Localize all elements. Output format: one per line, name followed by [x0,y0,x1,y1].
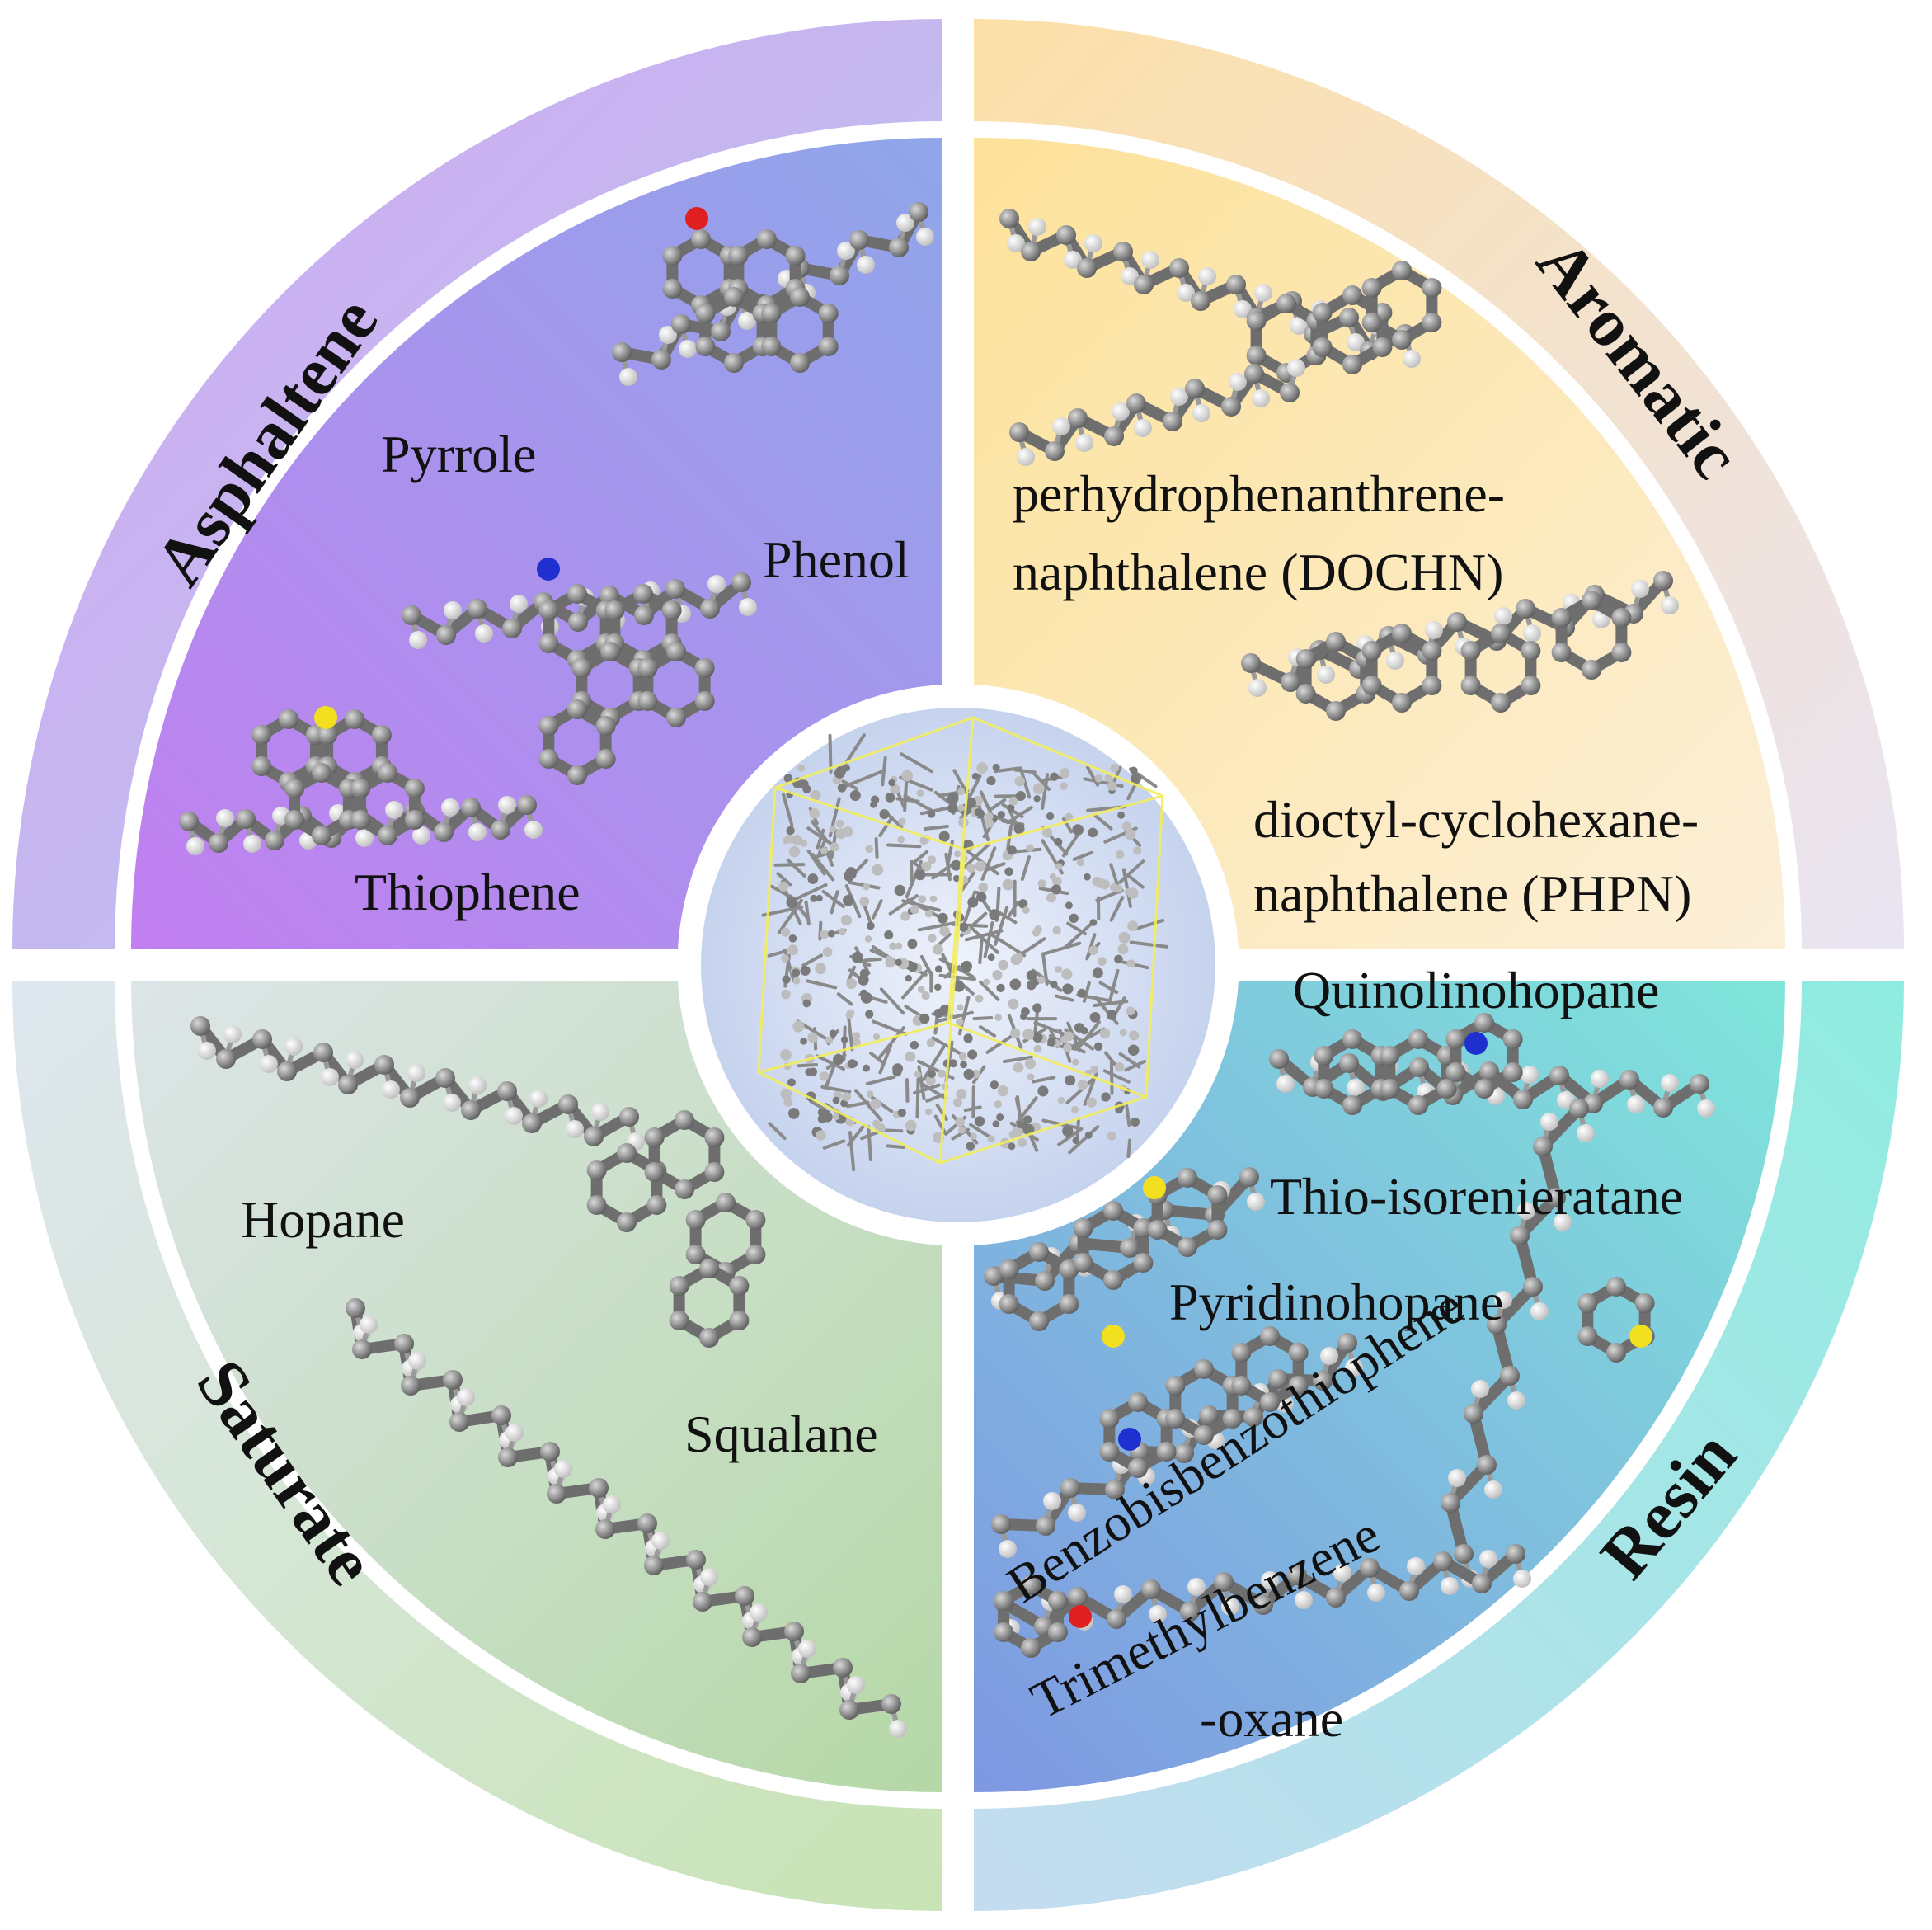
dochn-label-line2: naphthalene (DOCHN) [1013,543,1503,601]
phpn-label-line1: dioctyl-cyclohexane- [1253,790,1699,849]
quinolinohopane-label: Quinolinohopane [1293,961,1659,1019]
trimethylbenzene-label-line2: -oxane [1200,1689,1343,1748]
thio-isorenieratane-label: Thio-isorenieratane [1270,1167,1683,1226]
dochn-label-line1: perhydrophenanthrene- [1013,464,1505,523]
hopane-label: Hopane [241,1190,405,1249]
squalane-label: Squalane [684,1405,878,1463]
phpn-label-line2: naphthalene (PHPN) [1253,864,1691,923]
phenol-label: Phenol [763,530,910,589]
pyrrole-label: Pyrrole [381,425,536,483]
thiophene-label: Thiophene [355,863,581,921]
